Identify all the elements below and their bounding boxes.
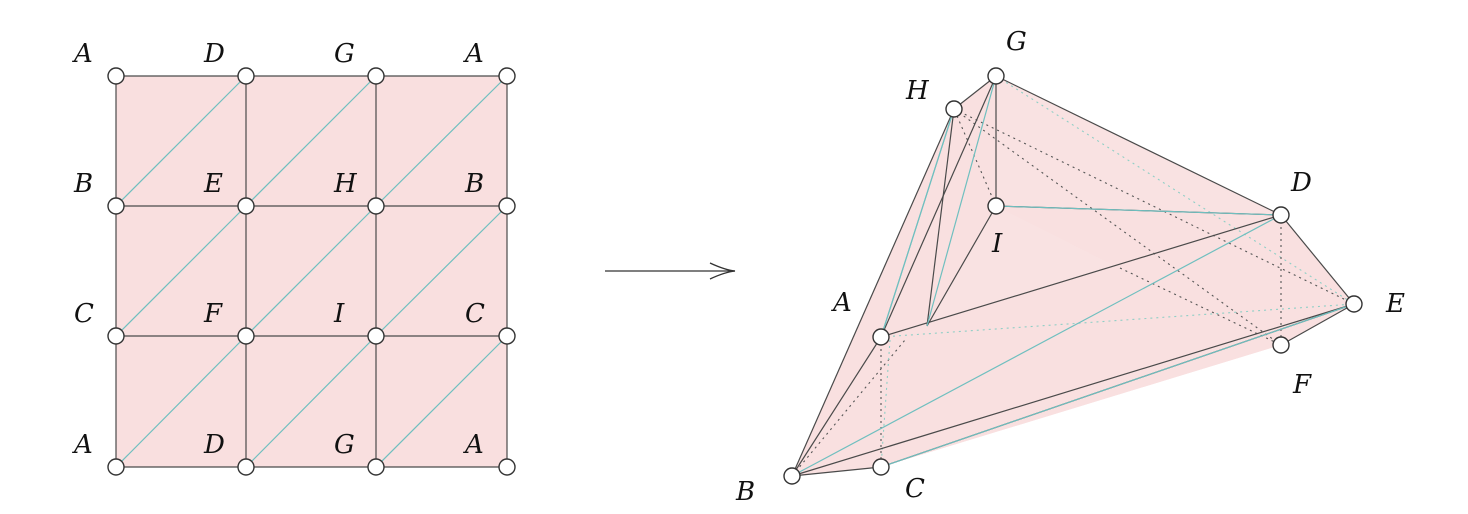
grid-vertex-label: B <box>464 169 484 199</box>
torus-edge <box>880 75 997 338</box>
torus-hidden-edge <box>953 108 1355 305</box>
torus-edge <box>791 336 882 477</box>
grid-vertex-label: E <box>203 169 223 199</box>
grid-diagonal <box>245 205 377 337</box>
torus-hidden-edge <box>880 303 1355 338</box>
grid-vertex-label: D <box>203 39 225 69</box>
torus-vertex-label: I <box>991 229 1003 259</box>
torus-edge <box>791 303 1355 477</box>
torus-diagonal <box>880 303 1355 468</box>
torus-vertex <box>872 328 890 346</box>
torus-vertex-label: B <box>735 477 755 507</box>
torus-diagonal <box>926 75 997 327</box>
torus-vertex-label: F <box>1292 370 1312 400</box>
torus-edge <box>953 75 997 110</box>
grid-diagonal <box>115 75 247 207</box>
grid-diagonal <box>245 75 377 207</box>
torus-edge <box>1280 214 1355 305</box>
grid-vertex <box>107 327 125 345</box>
grid-vertex-label: G <box>334 39 355 69</box>
torus-diagonal <box>880 108 955 338</box>
grid-vertex <box>498 327 516 345</box>
torus-vertex <box>1345 295 1363 313</box>
grid-diagonal <box>375 205 508 337</box>
grid-vertex-label: F <box>203 299 223 329</box>
grid-vertex <box>367 458 385 476</box>
grid-diagonal <box>115 205 247 337</box>
grid-vertex-label: A <box>72 430 93 460</box>
grid-diagonal <box>375 335 508 468</box>
torus-vertex <box>872 458 890 476</box>
torus-vertex-label: G <box>1006 27 1027 57</box>
torus-vertex <box>1272 206 1290 224</box>
grid-vertex-label: C <box>465 299 485 329</box>
grid-vertex <box>237 327 255 345</box>
grid-vertex <box>498 197 516 215</box>
grid-vertex-label: A <box>72 39 93 69</box>
torus-hidden-edge <box>953 108 1282 346</box>
torus-edge <box>1280 303 1355 346</box>
grid-vertex <box>498 67 516 85</box>
torus-vertex <box>987 197 1005 215</box>
arrow-head <box>709 262 736 280</box>
triangulated-square-grid: A D G A B E H B C F I C A D G A <box>72 39 516 476</box>
grid-vertex-label: B <box>73 169 93 199</box>
grid-vertex <box>107 67 125 85</box>
grid-vertex <box>107 197 125 215</box>
torus-face <box>792 215 1354 476</box>
grid-vertex <box>498 458 516 476</box>
torus-diagonal <box>791 214 1282 477</box>
grid-vertex-label: A <box>463 430 484 460</box>
torus-vertex-label: A <box>831 288 852 318</box>
grid-vertex <box>367 67 385 85</box>
grid-vertex-label: H <box>333 169 358 199</box>
grid-diagonal <box>245 335 377 468</box>
grid-vertex <box>107 458 125 476</box>
torus-vertex <box>1272 336 1290 354</box>
torus-vertex <box>945 100 963 118</box>
torus-vertex-label: E <box>1385 289 1405 319</box>
torus-edge <box>926 108 955 327</box>
grid-vertex-label: I <box>333 299 345 329</box>
torus-edge <box>926 205 997 327</box>
grid-vertex-label: A <box>463 39 484 69</box>
right-arrow-icon <box>605 262 736 280</box>
torus-vertex-label: H <box>905 76 930 106</box>
torus-face <box>792 76 996 476</box>
polyhedral-torus: A B C D E F G H I <box>735 27 1405 507</box>
torus-vertex <box>987 67 1005 85</box>
grid-diagonal <box>375 75 508 207</box>
torus-edge <box>791 466 882 477</box>
torus-vertex-label: D <box>1290 168 1312 198</box>
grid-vertex-label: C <box>74 299 94 329</box>
torus-vertex-label: C <box>905 474 925 504</box>
grid-diagonal <box>115 335 247 468</box>
grid-vertex <box>237 67 255 85</box>
torus-vertex <box>783 467 801 485</box>
grid-vertex <box>367 197 385 215</box>
grid-vertex <box>367 327 385 345</box>
torus-edge <box>880 214 1282 338</box>
grid-vertex <box>237 458 255 476</box>
grid-vertex <box>237 197 255 215</box>
torus-edge <box>995 75 1282 216</box>
grid-vertex-label: D <box>203 430 225 460</box>
torus-edge <box>791 108 955 477</box>
grid-vertex-label: G <box>334 430 355 460</box>
torus-diagonal <box>995 205 1282 216</box>
